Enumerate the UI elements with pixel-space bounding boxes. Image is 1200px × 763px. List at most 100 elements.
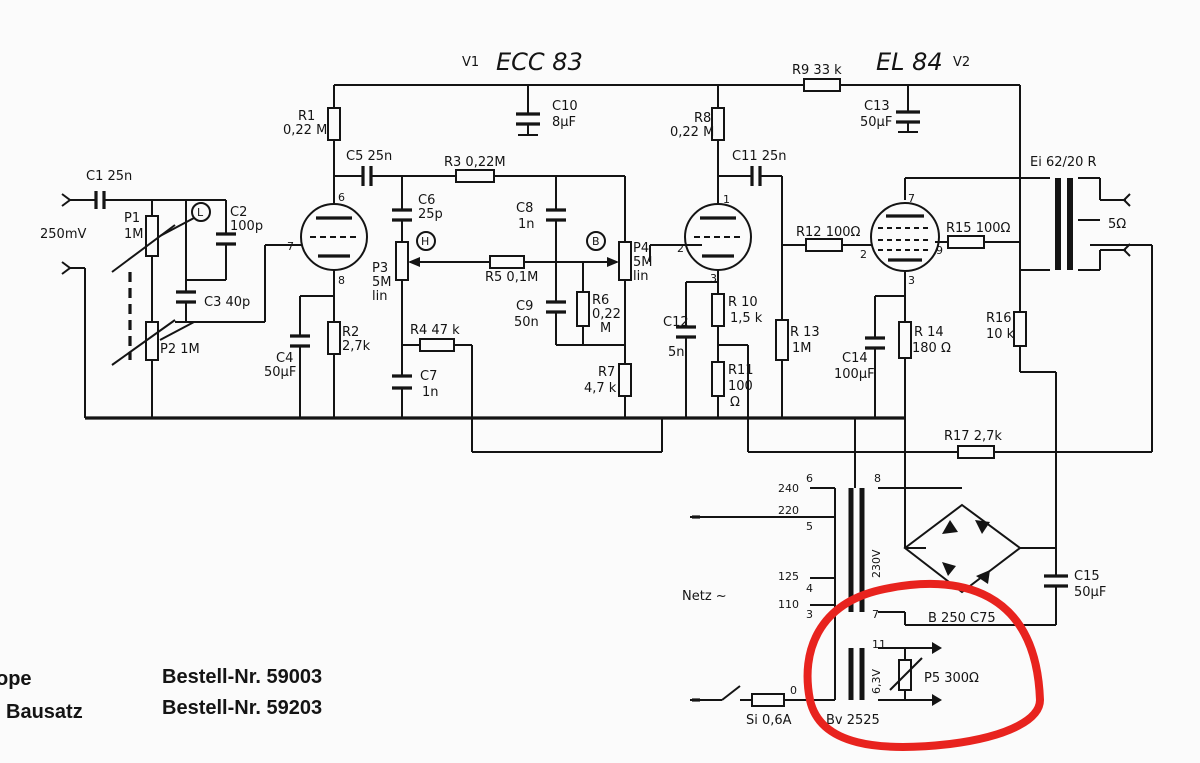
label-r7: R7	[598, 365, 615, 380]
resistor-r11	[711, 361, 725, 397]
label-c10-val: 8µF	[552, 115, 576, 130]
label-c9-val: 50n	[514, 315, 539, 330]
label-c7: C7	[420, 369, 437, 384]
capacitors	[94, 110, 1068, 588]
capacitor-c15	[1044, 574, 1068, 588]
label-pin-7-v2: 7	[908, 192, 915, 205]
v1-type-label: ECC 83	[496, 48, 583, 76]
footer-left-2: Bausatz	[6, 701, 83, 723]
capacitor-c6	[392, 208, 412, 222]
resistor-r14	[898, 321, 912, 359]
label-c5: C5 25n	[346, 149, 392, 164]
resistor-r7	[618, 363, 632, 397]
resistor-r10	[711, 293, 725, 327]
label-c9: C9	[516, 299, 533, 314]
label-r11: R11	[728, 363, 754, 378]
label-p4-val: 5M	[633, 255, 653, 270]
p4-wiper-arrow	[607, 257, 619, 267]
resistor-r9	[803, 78, 841, 92]
footer-left-1: ope	[0, 668, 32, 690]
label-speaker: 5Ω	[1108, 217, 1126, 232]
label-c12-val: 5n	[668, 345, 685, 360]
label-p4-lin: lin	[633, 269, 648, 284]
resistor-r5	[489, 255, 525, 269]
capacitor-c12	[676, 325, 696, 339]
potentiometers	[111, 215, 923, 691]
label-c8-val: 1n	[518, 217, 535, 232]
label-c4-val: 50µF	[264, 365, 296, 380]
order-number-2: Bestell-Nr. 59203	[162, 697, 322, 719]
label-pin-1: 1	[723, 193, 730, 206]
label-r2: R2	[342, 325, 359, 340]
label-tp-5: 5	[806, 520, 813, 533]
capacitor-c11	[750, 166, 762, 186]
label-r7-val: 4,7 k	[584, 381, 617, 396]
label-tp-11: 11	[872, 638, 886, 651]
capacitor-c4	[290, 334, 310, 348]
label-r1-val: 0,22 M	[283, 123, 327, 138]
label-r6: R6	[592, 293, 609, 308]
resistor-r13	[775, 319, 789, 361]
label-c2: C2	[230, 205, 247, 220]
label-tp-0: 0	[790, 684, 797, 697]
capacitor-c2	[216, 232, 236, 246]
label-c13: C13	[864, 99, 890, 114]
tube-v1b	[684, 203, 752, 271]
label-tp-6: 6	[806, 472, 813, 485]
wiring	[70, 84, 1153, 701]
capacitor-c13	[896, 110, 920, 124]
mains-switch	[692, 515, 741, 702]
label-c7-val: 1n	[422, 385, 439, 400]
v1-label: V1	[462, 55, 479, 70]
resistor-r4	[419, 338, 455, 352]
marker-h-circle	[416, 231, 436, 251]
label-input-level: 250mV	[40, 227, 86, 242]
label-c6-val: 25p	[418, 207, 443, 222]
label-r14-val: 180 Ω	[912, 341, 951, 356]
capacitor-c14	[865, 336, 885, 350]
resistor-r1	[327, 107, 341, 141]
pot-p3	[395, 241, 409, 281]
resistor-r16	[1013, 311, 1027, 347]
label-c11: C11 25n	[732, 149, 787, 164]
label-c8: C8	[516, 201, 533, 216]
label-tp-7: 7	[872, 608, 879, 621]
label-p2: P2 1M	[160, 342, 200, 357]
label-tap-125: 125	[778, 570, 799, 583]
label-netz: Netz ~	[682, 589, 727, 604]
capacitor-c7	[392, 374, 412, 390]
label-r9: R9 33 k	[792, 63, 842, 78]
label-r16-val: 10 k	[986, 327, 1015, 342]
label-r8-val: 0,22 M	[670, 125, 714, 140]
label-marker-b: B	[592, 235, 600, 248]
label-r3: R3 0,22M	[444, 155, 506, 170]
output-transformer	[1055, 178, 1073, 270]
pot-p1	[145, 215, 159, 257]
label-r4: R4 47 k	[410, 323, 460, 338]
label-p1-val: 1M	[124, 227, 144, 242]
label-output-transformer: Ei 62/20 R	[1030, 155, 1097, 170]
capacitor-c3	[176, 290, 196, 304]
order-number-1: Bestell-Nr. 59003	[162, 666, 322, 688]
label-c6: C6	[418, 193, 435, 208]
label-r17: R17 2,7k	[944, 429, 1002, 444]
label-marker-l: L	[197, 206, 204, 219]
label-tap-220: 220	[778, 504, 799, 517]
label-pin-9: 9	[936, 244, 943, 257]
label-c1: C1 25n	[86, 169, 132, 184]
label-tp-8: 8	[874, 472, 881, 485]
label-c14: C14	[842, 351, 868, 366]
label-c12: C12	[663, 315, 689, 330]
pot-p4	[618, 241, 632, 281]
label-r11-val: 100	[728, 379, 753, 394]
label-r13-val: 1M	[792, 341, 812, 356]
resistor-r15	[947, 235, 985, 249]
label-fuse: Si 0,6A	[746, 713, 792, 728]
label-tp-4: 4	[806, 582, 813, 595]
label-tp-3: 3	[806, 608, 813, 621]
label-r1: R1	[298, 109, 315, 124]
resistor-r8	[711, 107, 725, 141]
label-c2-val: 100p	[230, 219, 263, 234]
